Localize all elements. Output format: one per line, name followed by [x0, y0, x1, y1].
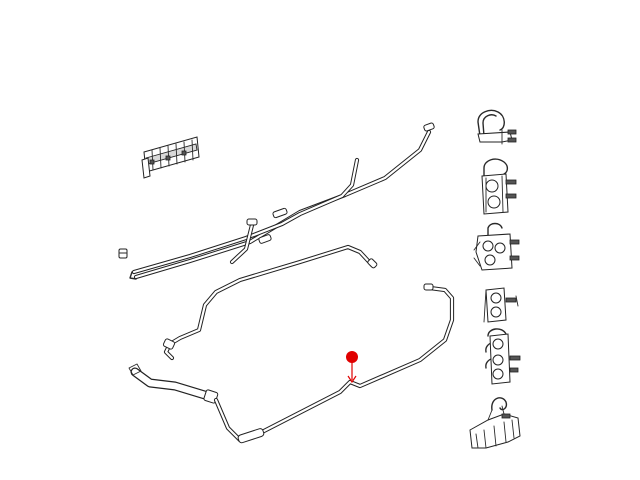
clip-2-part[interactable]: [481, 158, 517, 215]
upper-fuel-line-part[interactable]: [129, 122, 435, 280]
clip-1-part[interactable]: [477, 109, 517, 145]
filter-bracket-part[interactable]: [141, 136, 200, 179]
small-grommet-part[interactable]: [118, 248, 128, 259]
clip-5-part[interactable]: [485, 328, 521, 385]
clip-3-part[interactable]: [473, 222, 520, 271]
middle-fuel-line-part[interactable]: [162, 244, 378, 361]
selected-part-marker[interactable]: [346, 351, 358, 384]
lower-fuel-line-part[interactable]: [128, 283, 455, 444]
clip-6-part[interactable]: [469, 397, 521, 449]
clip-4-part[interactable]: [483, 287, 519, 323]
